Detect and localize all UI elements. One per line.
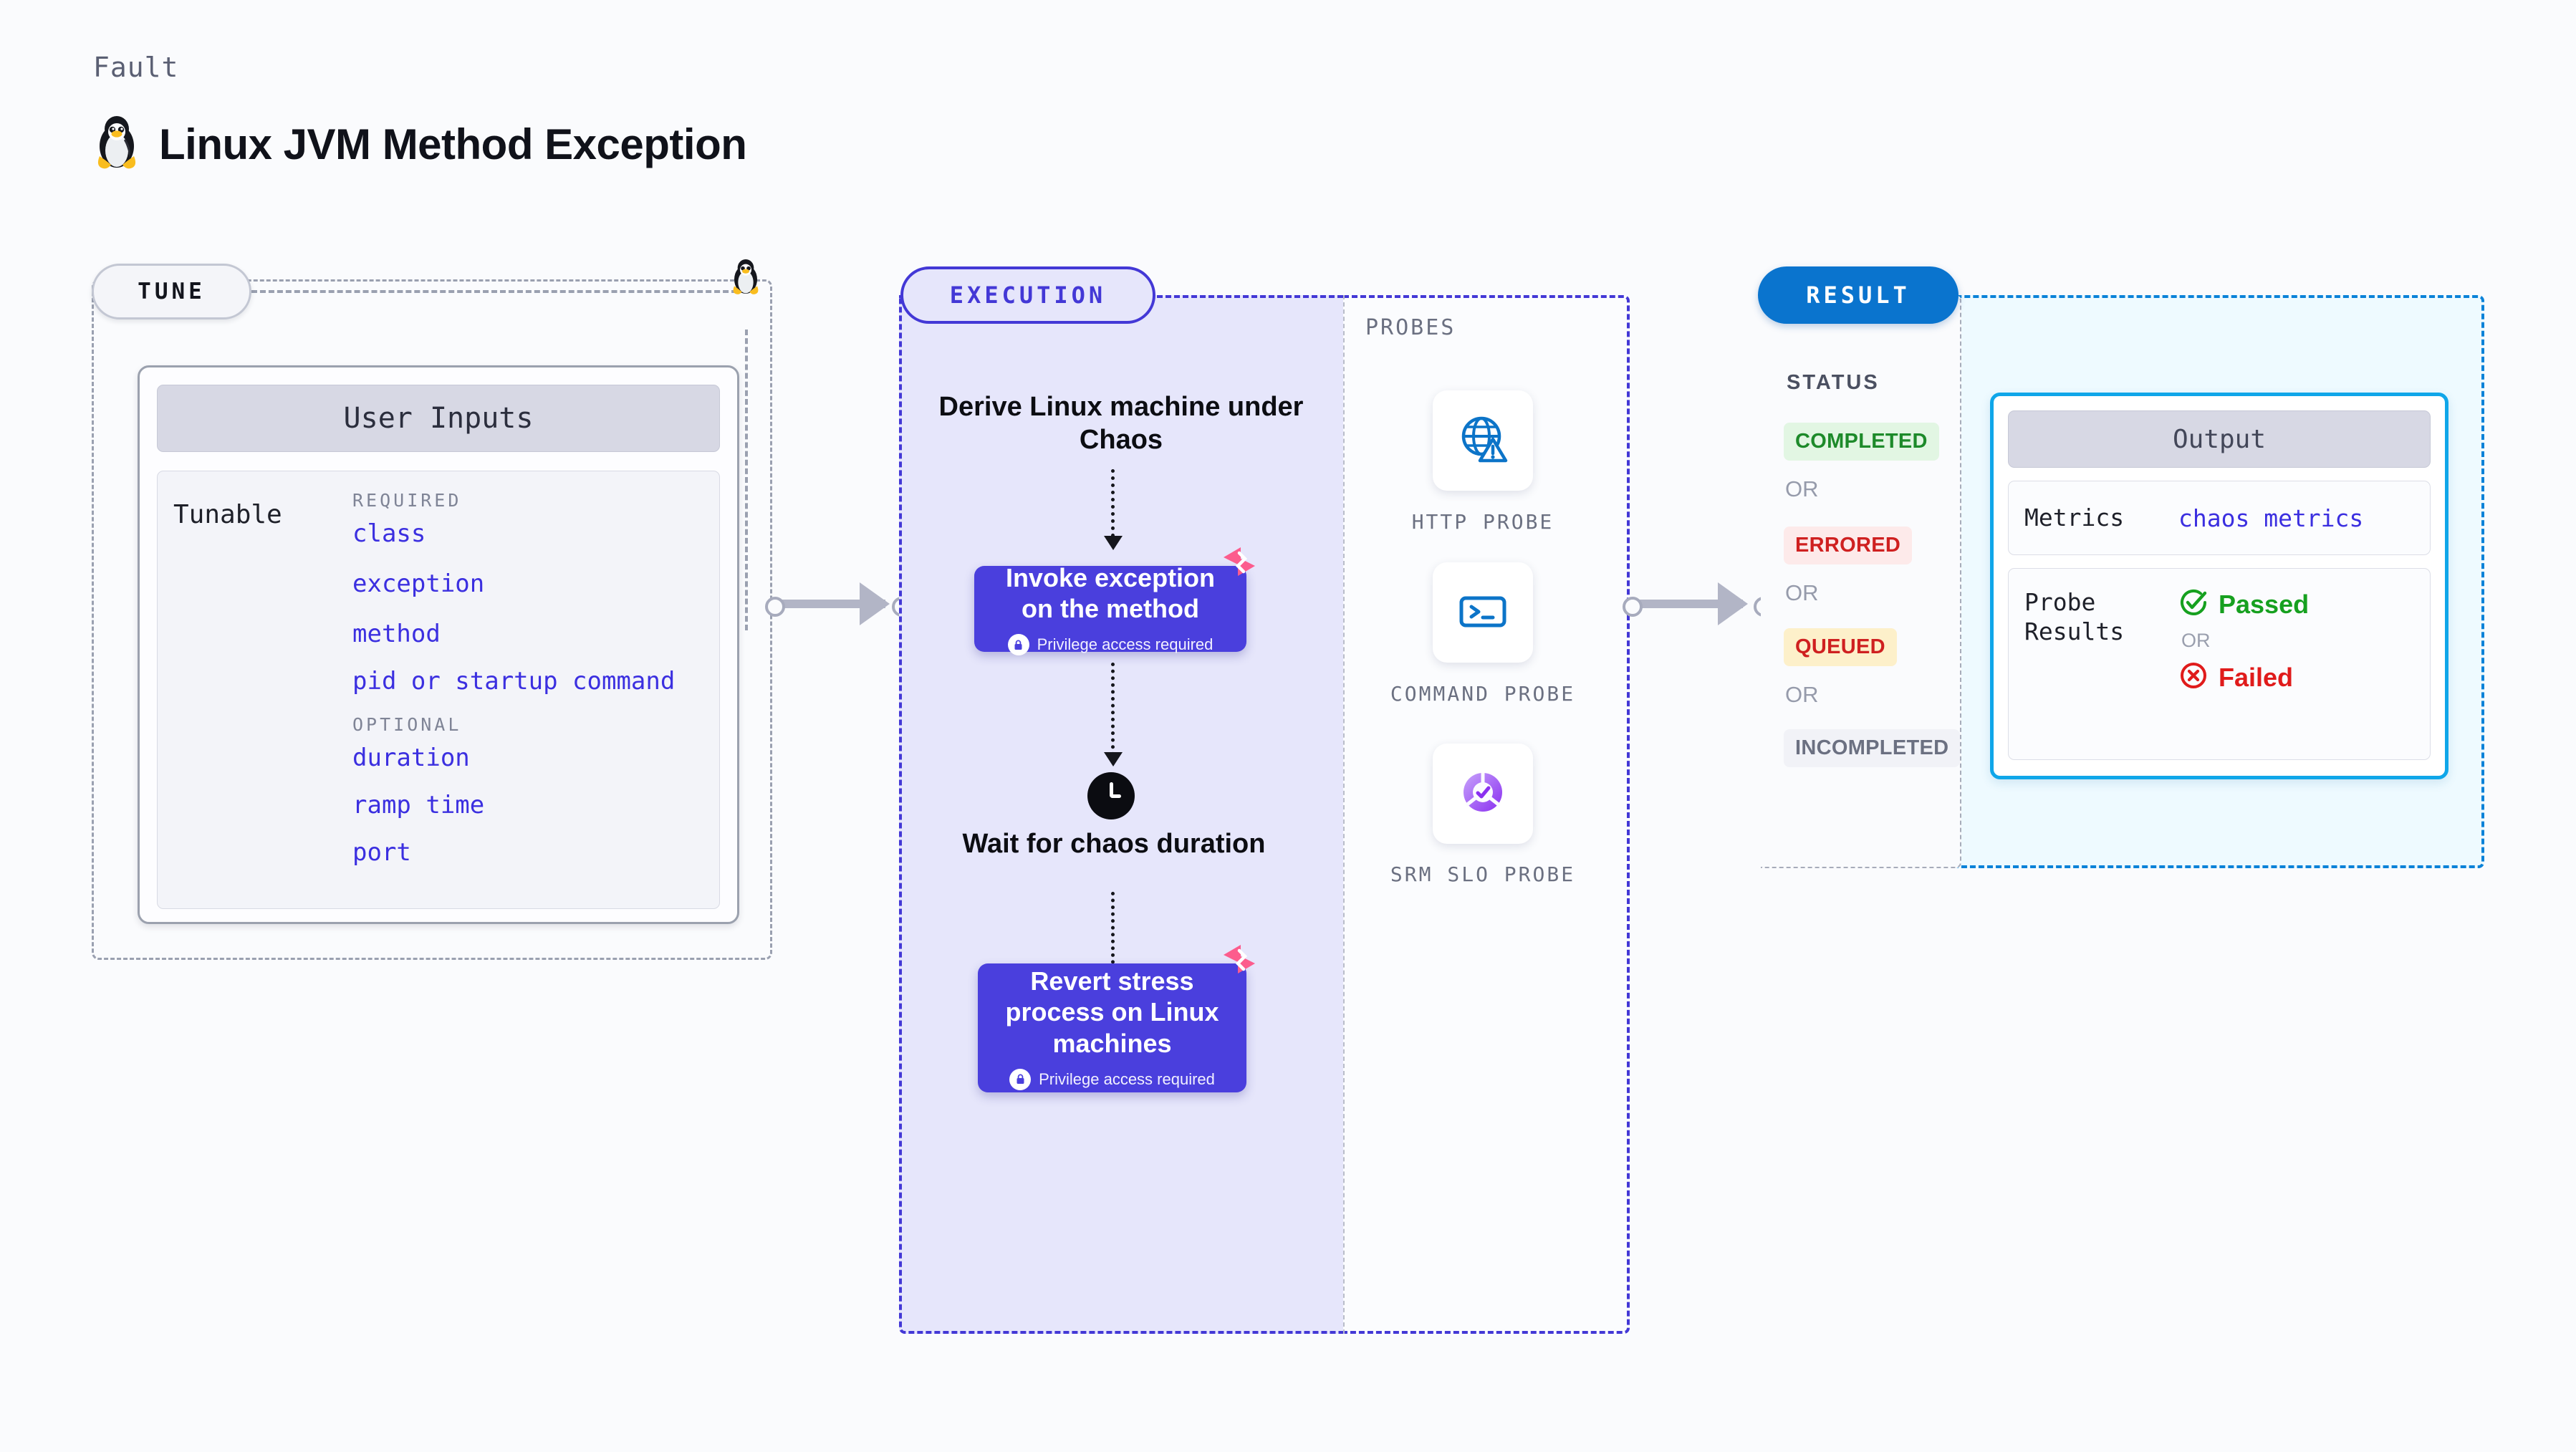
- execution-pill-label: EXECUTION: [900, 266, 1155, 324]
- probe-caption-srm-slo: SRM SLO PROBE: [1390, 862, 1576, 886]
- tunable-label: Tunable: [173, 500, 282, 529]
- globe-warning-icon: [1454, 410, 1512, 471]
- connector-dot-tune: [765, 597, 785, 617]
- execution-step-invoke-exception[interactable]: Invoke exception on the method Privilege…: [974, 547, 1255, 656]
- probe-result-passed-label: Passed: [2219, 589, 2310, 619]
- probe-result-failed: Failed: [2178, 660, 2309, 694]
- status-or-2: OR: [1785, 580, 1819, 605]
- tunable-item-method[interactable]: method: [352, 620, 441, 648]
- linux-penguin-icon: [93, 115, 140, 173]
- tune-pill-label: TUNE: [92, 264, 251, 319]
- fault-eyebrow-label: Fault: [93, 52, 179, 83]
- execution-step-wait-title: Wait for chaos duration: [962, 829, 1266, 859]
- status-badge-incompleted: INCOMPLETED: [1784, 729, 1961, 767]
- connector-execution-result: [1632, 600, 1743, 608]
- probe-tile-srm-slo[interactable]: [1433, 744, 1533, 844]
- lock-icon: [1007, 634, 1029, 656]
- result-status-column: [1761, 295, 1961, 868]
- probe-caption-http: HTTP PROBE: [1411, 510, 1554, 534]
- x-circle-icon: [2178, 660, 2209, 694]
- lock-icon: [1009, 1068, 1032, 1090]
- connector-tune-execution-arrow: [860, 582, 890, 625]
- tune-penguin-dash-horizontal: [251, 290, 746, 293]
- output-card-title: Output: [2008, 410, 2431, 468]
- status-or-1: OR: [1785, 476, 1819, 501]
- output-card: Output Metrics chaos metrics Probe Resul…: [1990, 393, 2448, 779]
- privilege-note-row-2: Privilege access required: [1009, 1068, 1215, 1090]
- page-title: Linux JVM Method Exception: [159, 120, 747, 168]
- required-section-label: REQUIRED: [352, 490, 462, 511]
- tune-penguin-dash-vertical: [745, 330, 748, 630]
- tunable-item-pid-or-startup-command[interactable]: pid or startup command: [352, 667, 676, 696]
- tunable-list: REQUIRED class exception method pid or s…: [352, 490, 706, 895]
- probe-result-or: OR: [2181, 630, 2211, 651]
- execution-arrow-1-head: [1104, 536, 1123, 550]
- execution-arrow-2-line: [1111, 663, 1115, 756]
- status-badge-errored: ERRORED: [1784, 527, 1913, 564]
- connector-dot-probes: [1623, 597, 1643, 617]
- clock-icon: [1087, 772, 1135, 819]
- chaos-logo-icon: [1219, 542, 1259, 585]
- tunable-box: Tunable REQUIRED class exception method …: [157, 471, 720, 909]
- connector-tune-execution: [772, 600, 885, 608]
- execution-arrow-1-line: [1111, 469, 1115, 537]
- tunable-item-class[interactable]: class: [352, 519, 426, 548]
- probe-results-key: Probe Results: [2024, 588, 2125, 646]
- probe-caption-command: COMMAND PROBE: [1390, 682, 1576, 706]
- tune-panel: [92, 279, 772, 960]
- probe-result-passed: Passed: [2178, 587, 2309, 621]
- probe-results-values: Passed OR Failed: [2178, 587, 2309, 741]
- metrics-row: Metrics chaos metrics: [2008, 481, 2431, 555]
- user-inputs-card-title: User Inputs: [157, 385, 720, 452]
- execution-step-invoke-exception-title: Invoke exception on the method: [1005, 562, 1216, 623]
- status-badge-queued: QUEUED: [1784, 628, 1897, 666]
- execution-arrow-3-line: [1111, 892, 1115, 971]
- tunable-item-exception[interactable]: exception: [352, 569, 485, 598]
- execution-step-revert-stress[interactable]: Revert stress process on Linux machines …: [978, 945, 1255, 1092]
- probes-divider: [1343, 295, 1345, 1334]
- status-badge-completed: COMPLETED: [1784, 423, 1939, 461]
- execution-step-revert-stress-title: Revert stress process on Linux machines: [1005, 966, 1219, 1058]
- user-inputs-card: User Inputs Tunable REQUIRED class excep…: [138, 365, 739, 924]
- result-pill-label: RESULT: [1758, 266, 1959, 324]
- probe-results-row: Probe Results Passed OR: [2008, 568, 2431, 760]
- privilege-note-text-1: Privilege access required: [1037, 635, 1213, 654]
- status-or-3: OR: [1785, 682, 1819, 707]
- status-section-label: STATUS: [1787, 371, 1880, 394]
- srm-slo-icon: [1454, 764, 1512, 824]
- probe-tile-command[interactable]: [1433, 562, 1533, 663]
- tunable-item-port[interactable]: port: [352, 838, 411, 867]
- privilege-note-text-2: Privilege access required: [1039, 1069, 1215, 1088]
- probe-tile-http[interactable]: [1433, 390, 1533, 491]
- probes-section-label: PROBES: [1365, 315, 1456, 340]
- terminal-icon: [1454, 582, 1512, 643]
- tunable-item-ramp-time[interactable]: ramp time: [352, 791, 485, 819]
- optional-section-label: OPTIONAL: [352, 714, 462, 735]
- chaos-logo-icon: [1219, 939, 1259, 983]
- connector-execution-result-arrow: [1718, 582, 1748, 625]
- linux-penguin-icon-small: [730, 258, 761, 298]
- privilege-note-row-1: Privilege access required: [1007, 634, 1213, 656]
- metrics-key: Metrics: [2024, 504, 2125, 532]
- execution-arrow-2-head: [1104, 752, 1123, 766]
- fault-title-row: Linux JVM Method Exception: [93, 115, 747, 173]
- probe-result-failed-label: Failed: [2219, 662, 2294, 692]
- metrics-value[interactable]: chaos metrics: [2178, 504, 2364, 532]
- execution-step-derive-title: Derive Linux machine under Chaos: [938, 392, 1304, 456]
- tunable-item-duration[interactable]: duration: [352, 744, 470, 772]
- check-circle-icon: [2178, 587, 2209, 621]
